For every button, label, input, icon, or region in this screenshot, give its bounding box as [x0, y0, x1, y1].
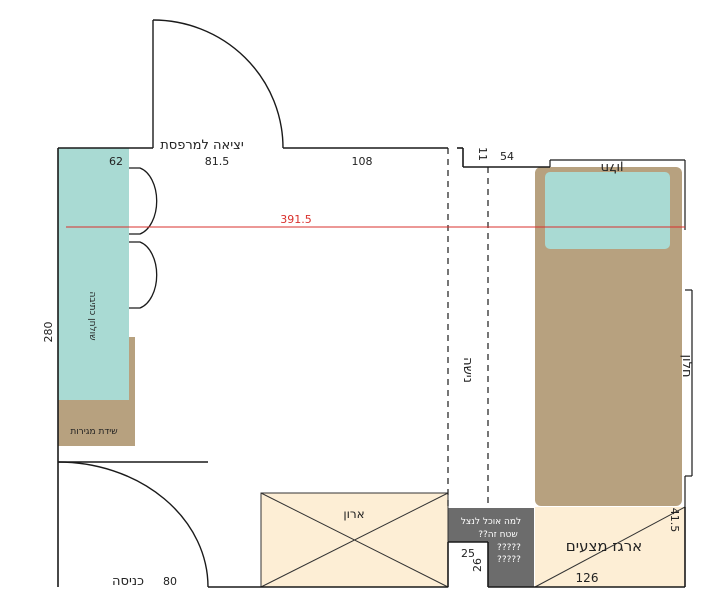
entrance-door: [57, 461, 209, 588]
dim-wall-segment: 108: [352, 155, 373, 168]
question-line-3: ?????: [497, 543, 521, 553]
question-line-1: למה אוכל לנצל: [461, 517, 521, 527]
walls: [57, 147, 686, 588]
question-line-4: ?????: [497, 555, 521, 565]
sliding-door-label: נישה: [460, 357, 475, 383]
dim-niche-25: 25: [461, 547, 475, 560]
study-desk-label: שולחן כתיבה: [87, 292, 97, 341]
dim-entrance-door: 80: [163, 575, 177, 588]
entrance-label: כניסה: [112, 574, 144, 589]
window-right-label: חלון: [679, 355, 694, 378]
dim-full-width: 391.5: [280, 213, 312, 226]
closet-label: ארון: [343, 507, 364, 521]
niche-dashed-lines: [447, 148, 489, 508]
dim-room-height: 280: [42, 322, 55, 343]
dim-pillar: 11: [476, 147, 489, 161]
dim-bedding-width: 126: [576, 571, 599, 585]
bedding-closet-label: ארגז מצעים: [566, 537, 642, 555]
dim-niche-26: 26: [471, 558, 484, 572]
dresser-top-strip: [129, 337, 135, 400]
window-top: [549, 159, 686, 230]
balcony-exit-label: יציאה למרפסת: [160, 138, 244, 153]
dim-bed-gap: 54: [500, 150, 514, 163]
window-right: [684, 289, 693, 507]
study-desk: [58, 148, 129, 400]
question-area: [448, 508, 534, 542]
dim-desk-width: 62: [109, 155, 123, 168]
drawer-dresser-label: שידת מגירות: [70, 427, 117, 437]
chair-2: [129, 241, 158, 309]
drawer-dresser: [58, 400, 135, 446]
balcony-door: [152, 19, 284, 149]
dim-balcony-door: 81.5: [205, 155, 230, 168]
window-top-label: חלון: [601, 160, 624, 175]
dim-bedding-depth: 41.5: [668, 508, 681, 533]
question-line-2: שטח זה??: [478, 530, 518, 540]
question-area-lower: [488, 542, 534, 587]
bedding-diagonal: [534, 506, 686, 588]
bed-pillow: [545, 172, 670, 249]
bed: [535, 167, 682, 506]
chair-1: [129, 167, 158, 235]
